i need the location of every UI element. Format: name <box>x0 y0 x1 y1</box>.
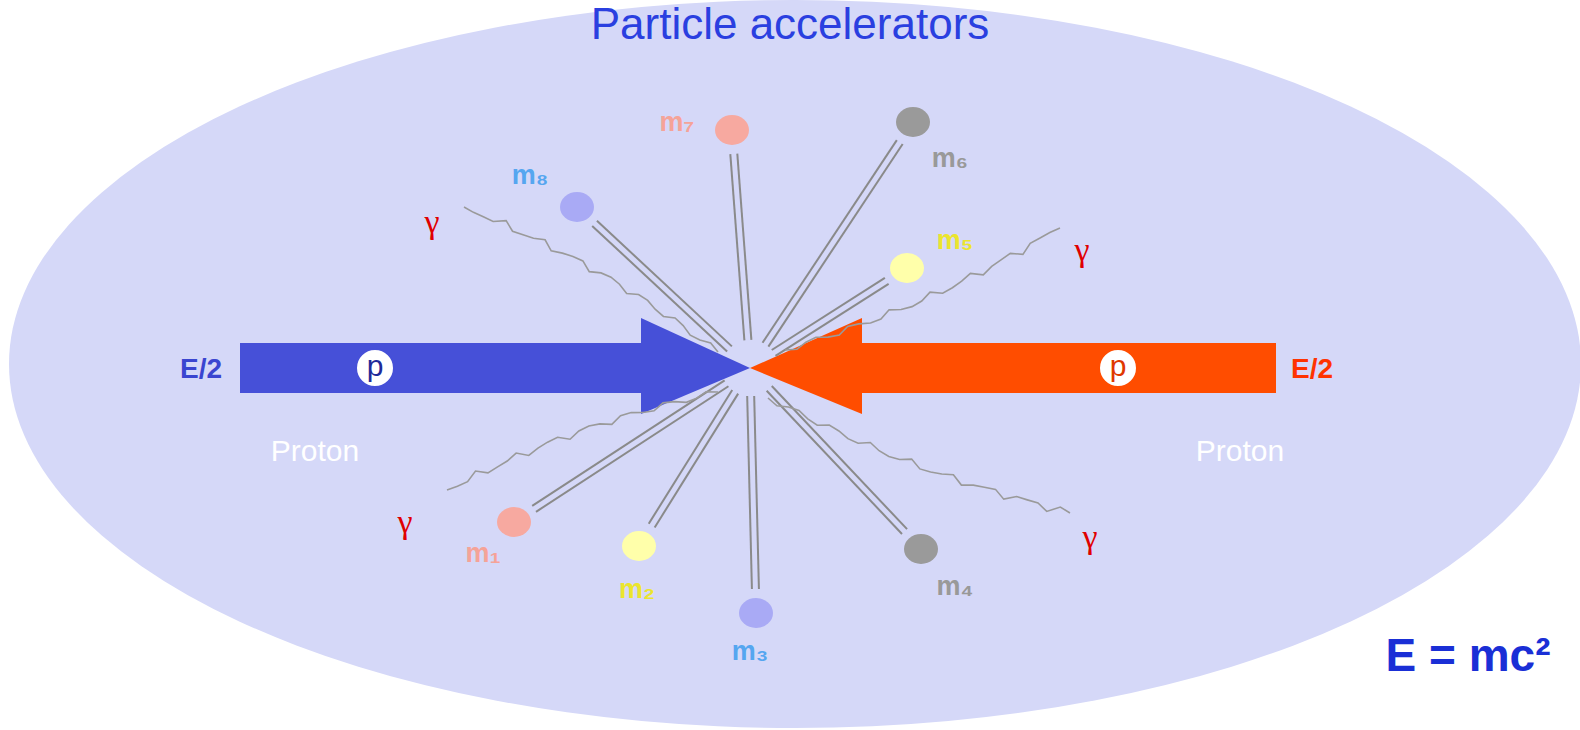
equation: E = mc² <box>1386 632 1551 678</box>
track-line <box>767 391 902 534</box>
mass-label: m₆ <box>932 145 968 172</box>
node-outline <box>560 192 594 222</box>
track-line <box>747 396 752 589</box>
photon-label: γ <box>397 505 412 539</box>
photon-label: γ <box>424 205 439 239</box>
photon-line <box>785 228 1060 350</box>
particle-dot: m₆ <box>896 107 930 137</box>
mass-label: m₇ <box>660 109 695 136</box>
photon-line <box>768 398 1070 513</box>
dot-shape <box>622 531 656 561</box>
proton-symbol: p <box>367 351 384 381</box>
node-outline <box>715 115 749 145</box>
beam-particle: Proton <box>1196 436 1284 466</box>
track-line <box>772 278 885 350</box>
node-outline <box>622 531 656 561</box>
node-outline <box>497 507 531 537</box>
photon-line <box>464 207 718 352</box>
track-line <box>737 154 751 340</box>
track-line <box>592 226 727 352</box>
beam-shaft <box>240 343 645 393</box>
mass-label: m₂ <box>619 576 655 603</box>
photon-line <box>447 392 718 490</box>
track-line <box>536 386 728 512</box>
dot-shape <box>497 507 531 537</box>
particle-dot: m₈ <box>560 192 594 222</box>
track-line <box>597 221 732 347</box>
photon-label: γ <box>1074 233 1089 267</box>
proton-symbol: p <box>1110 351 1127 381</box>
dot-shape <box>896 107 930 137</box>
particle-tracks <box>532 140 907 589</box>
background-ellipse <box>9 0 1580 728</box>
dot-shape <box>715 115 749 145</box>
mass-label: m₅ <box>937 227 973 254</box>
beam-particle: Proton <box>271 436 359 466</box>
right-beam-arrow <box>750 318 1276 414</box>
track-line <box>754 396 759 589</box>
left-beam-arrow <box>240 318 750 414</box>
title: Particle accelerators <box>591 2 990 46</box>
track-line <box>775 284 888 356</box>
track-line <box>730 154 744 340</box>
proton-circle: p <box>355 348 395 388</box>
photon-label: γ <box>1082 520 1097 554</box>
dot-shape <box>739 598 773 628</box>
node-outline <box>890 253 924 283</box>
particle-dot: m₅ <box>890 253 924 283</box>
track-line <box>655 394 738 528</box>
track-line <box>649 390 732 524</box>
dot-shape <box>904 534 938 564</box>
proton-shape <box>356 349 394 387</box>
mass-label: m₃ <box>732 638 769 665</box>
node-outline <box>896 107 930 137</box>
beam-energy: E/2 <box>180 355 222 383</box>
mass-label: m₈ <box>512 162 549 189</box>
mass-label: m₁ <box>465 540 500 567</box>
particle-dot: m₃ <box>739 598 773 628</box>
beam-energy: E/2 <box>1291 355 1333 383</box>
particle-dot: m₁ <box>497 507 531 537</box>
proton-shape <box>1099 349 1137 387</box>
particle-dot: m₄ <box>904 534 938 564</box>
beam-head <box>750 318 862 414</box>
proton-circle: p <box>1098 348 1138 388</box>
particle-dot: m₂ <box>622 531 656 561</box>
node-outline <box>904 534 938 564</box>
photon-lines <box>447 207 1070 513</box>
mass-label: m₄ <box>937 573 974 600</box>
dot-shape <box>890 253 924 283</box>
node-outline <box>739 598 773 628</box>
particle-dot: m₇ <box>715 115 749 145</box>
beam-shaft <box>858 343 1276 393</box>
dot-shape <box>560 192 594 222</box>
